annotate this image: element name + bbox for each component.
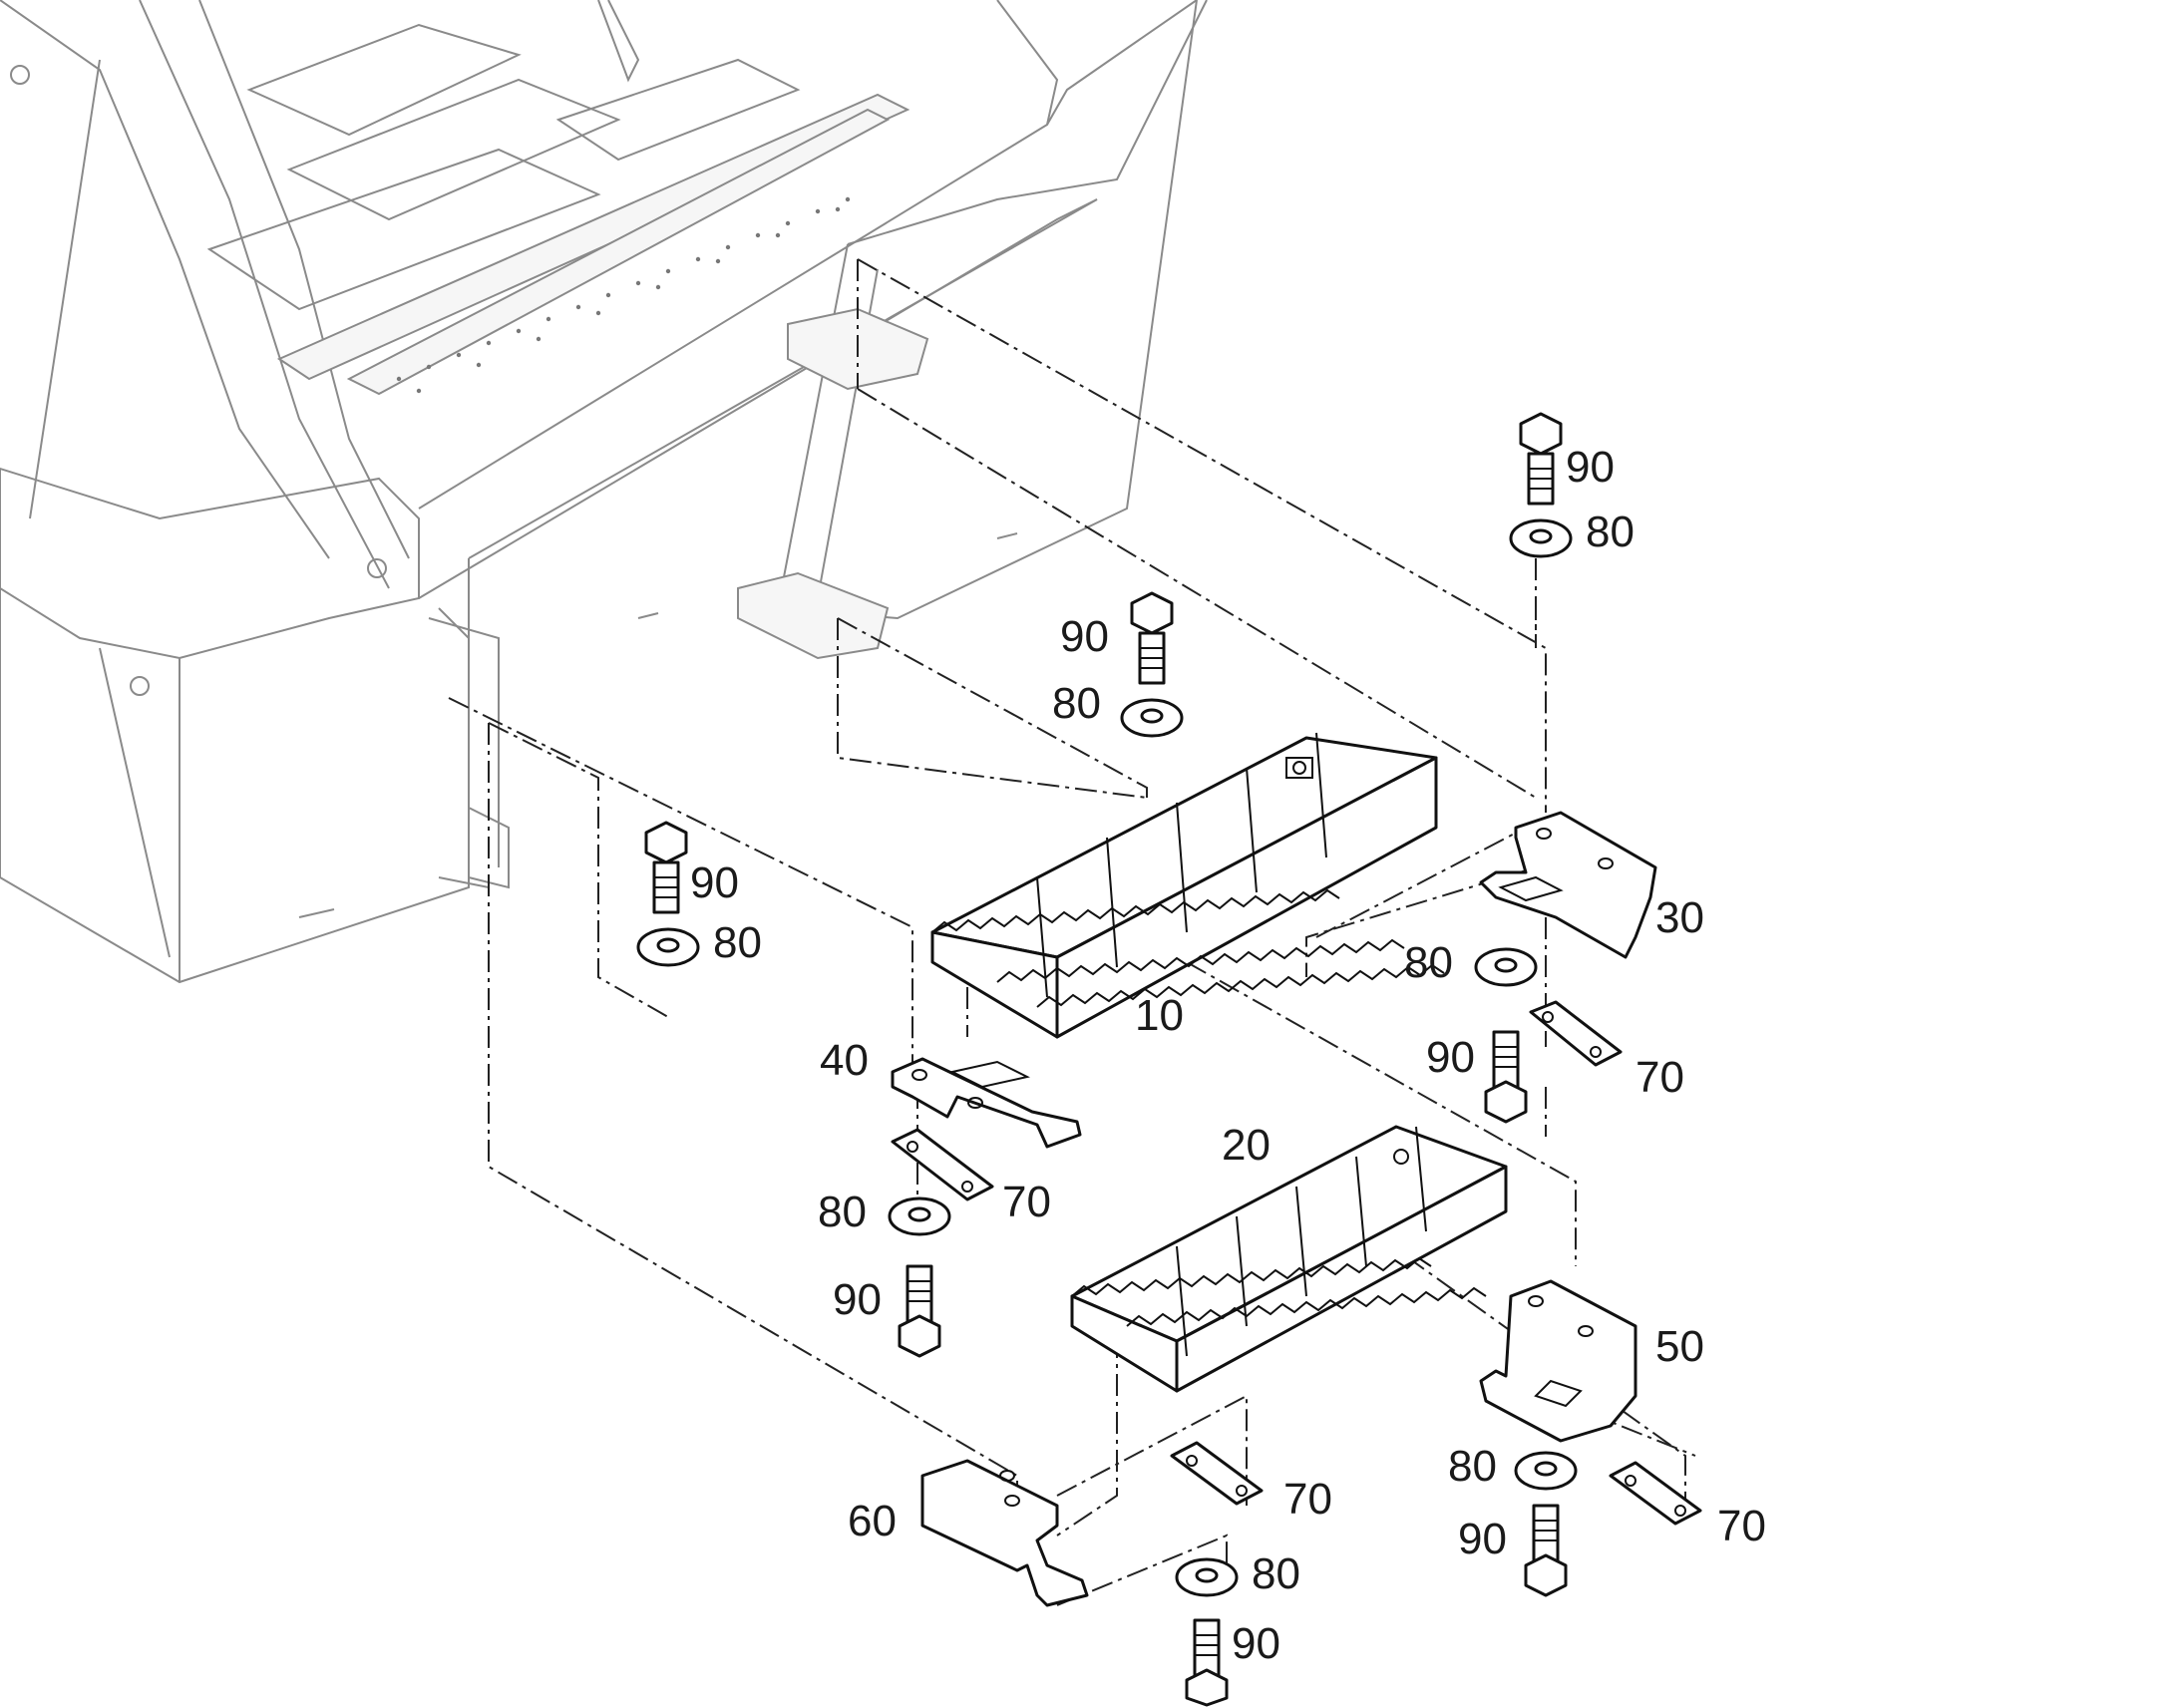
label-plate-b: 70 [1002,1178,1051,1226]
bolt-a [1519,412,1563,506]
label-bracket-left-upper: 40 [820,1036,869,1085]
label-bolt-e: 90 [833,1275,882,1324]
label-washer-e: 80 [818,1188,867,1236]
cab-body [0,0,1208,984]
bolt-f [1524,1504,1568,1597]
bolt-b [1130,591,1174,685]
bolt-g [1185,1618,1229,1707]
bolt-e [898,1264,941,1358]
label-bolt-b: 90 [1060,612,1109,661]
label-bolt-f: 90 [1458,1515,1507,1563]
label-washer-c: 80 [713,918,762,967]
bracket-right-upper [1479,811,1657,959]
step-upper [930,732,1445,1039]
plate-b [891,1128,994,1201]
label-washer-d: 80 [1404,938,1453,987]
label-bolt-c: 90 [690,858,739,907]
label-washer-g: 80 [1252,1549,1300,1598]
label-plate-a: 70 [1635,1053,1684,1102]
step-lower [1070,1125,1508,1393]
callout-labels: 10 20 30 40 50 60 70 70 70 70 80 80 80 8… [690,443,1766,1668]
bracket-left-upper [891,1057,1082,1149]
label-step-lower: 20 [1222,1121,1271,1170]
plate-a [1529,1000,1623,1067]
bracket-left-lower [920,1459,1089,1607]
assembly-lines [448,258,1696,1606]
washer-e [888,1196,951,1236]
washer-d [1474,947,1538,987]
bolt-c [644,821,688,914]
plate-c [1170,1441,1264,1506]
washer-f [1514,1451,1578,1491]
label-bracket-right-upper: 30 [1655,893,1704,942]
label-plate-d: 70 [1717,1502,1766,1550]
washer-c [636,927,700,967]
plate-d [1609,1461,1702,1526]
label-bolt-d: 90 [1426,1033,1475,1082]
label-washer-b: 80 [1052,679,1101,728]
label-step-upper: 10 [1135,991,1184,1040]
bracket-right-lower [1479,1279,1637,1443]
washer-g [1175,1557,1239,1597]
washer-a [1509,518,1573,558]
label-washer-f: 80 [1448,1442,1497,1491]
label-bolt-a: 90 [1566,443,1615,492]
label-bracket-right-lower: 50 [1655,1322,1704,1371]
label-plate-c: 70 [1283,1475,1332,1524]
bolt-d [1484,1030,1528,1124]
label-washer-a: 80 [1586,508,1635,556]
label-bracket-left-lower: 60 [848,1497,897,1545]
label-bolt-g: 90 [1232,1619,1280,1668]
washer-b [1120,698,1184,738]
